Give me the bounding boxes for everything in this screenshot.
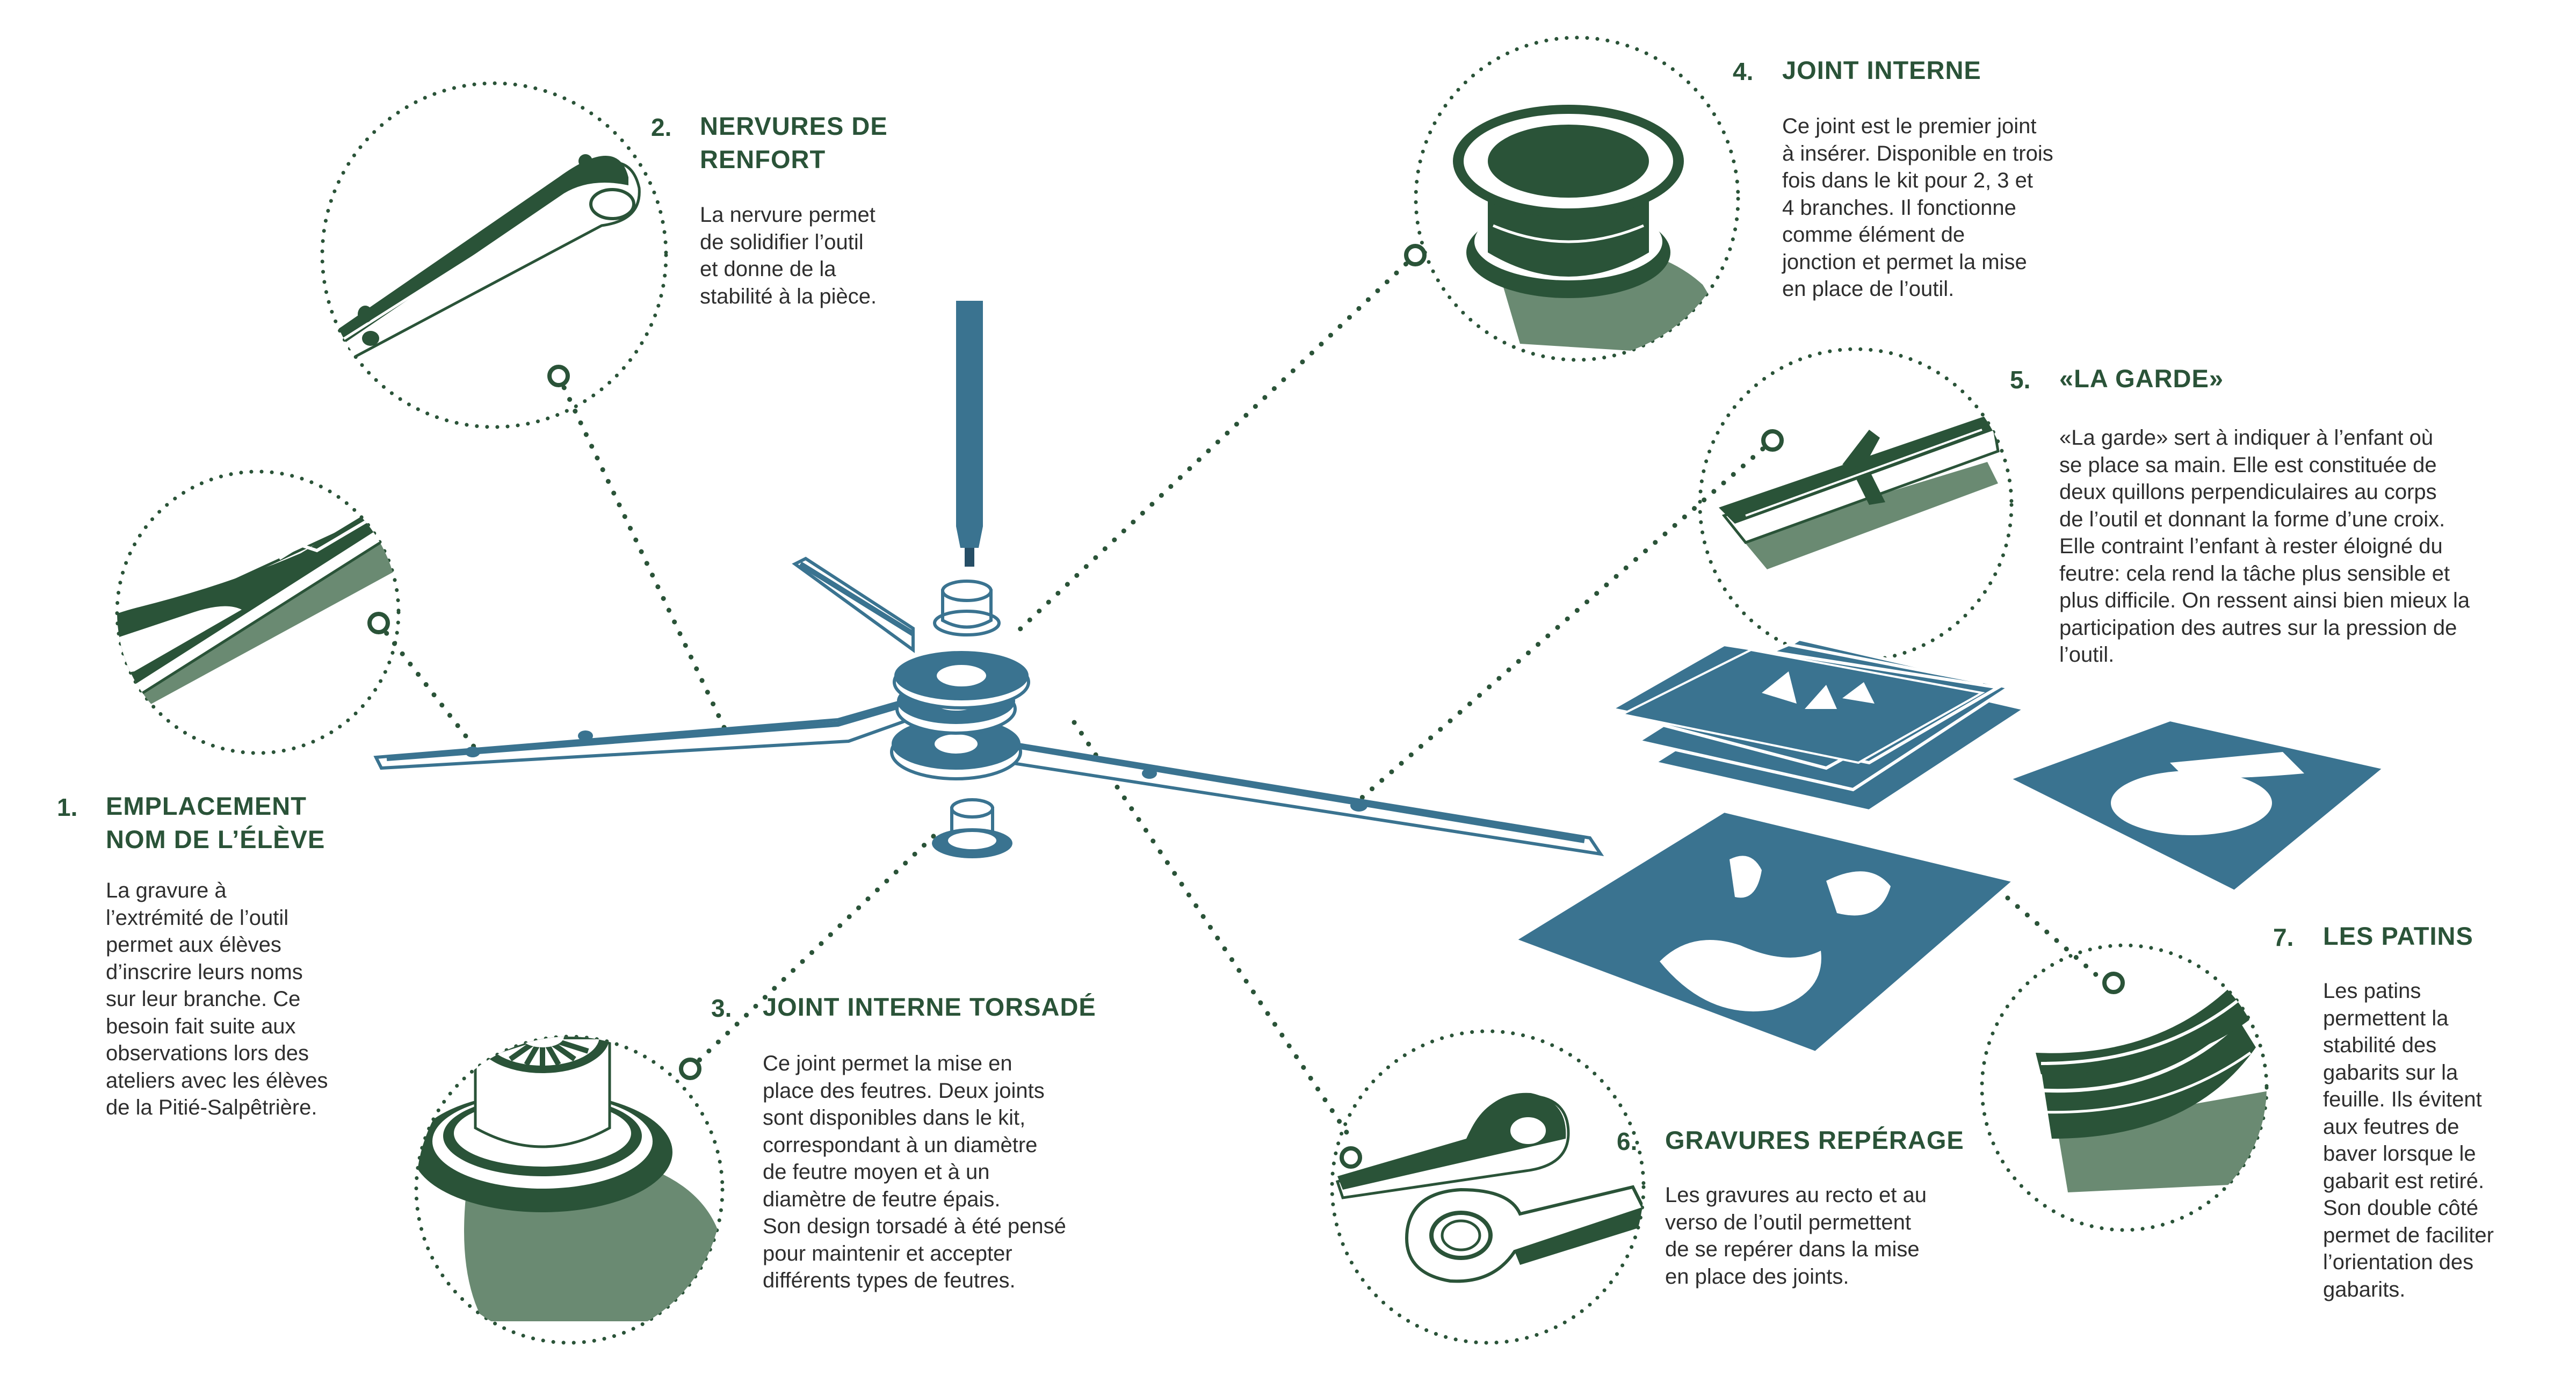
handle-end-illustration: [117, 508, 399, 728]
callout-7-body: Les patins permettent la stabilité des g…: [2323, 979, 2494, 1301]
detail-circle-2: [320, 81, 668, 429]
callout-2-number: 2.: [651, 113, 672, 141]
callout-3-number: 3.: [711, 994, 732, 1022]
detail-circle-4: [1414, 35, 1740, 362]
detail-circle-6: [1330, 1029, 1646, 1345]
callout-4-title: JOINT INTERNE: [1782, 56, 1981, 84]
anchor-ring-6: [1340, 1146, 1362, 1169]
callout-3-body: Ce joint permet la mise en place des feu…: [763, 1052, 1066, 1292]
anchor-ring-5: [1761, 429, 1784, 452]
inner-joint-illustration: [1453, 105, 1719, 354]
twisted-joint-illustration: [416, 1037, 722, 1321]
leader-line-6: [1072, 720, 1354, 1141]
guard-illustration: [1719, 414, 2000, 569]
engravings-illustration: [1335, 1092, 1644, 1283]
callout-2-body: La nervure permet de solidifier l’outil …: [700, 203, 877, 308]
anchor-ring-1: [367, 612, 390, 634]
callout-5-body: «La garde» sert à indiquer à l’enfant où…: [2059, 426, 2470, 667]
callout-4-number: 4.: [1733, 57, 1754, 85]
callout-6-body: Les gravures au recto et au verso de l’o…: [1665, 1183, 1927, 1289]
callout-6-title: GRAVURES REPÉRAGE: [1665, 1126, 1964, 1154]
detail-circle-7: [1980, 943, 2269, 1232]
callout-6-number: 6.: [1617, 1127, 1638, 1155]
callout-7-title: LES PATINS: [2323, 922, 2473, 950]
callout-1-number: 1.: [57, 793, 78, 821]
callout-1-title: EMPLACEMENT NOM DE L’ÉLÈVE: [106, 792, 325, 853]
ribs-illustration: [322, 154, 641, 361]
anchor-ring-3: [679, 1058, 701, 1080]
detail-circle-1: [115, 469, 401, 755]
callout-2-title: NERVURES DE RENFORT: [700, 112, 888, 173]
leader-line-5: [1356, 438, 1775, 803]
leader-line-4: [1012, 252, 1418, 636]
callout-5-number: 5.: [2010, 366, 2031, 394]
anchor-ring-7: [2102, 972, 2125, 994]
callout-5-title: «LA GARDE»: [2059, 364, 2224, 393]
leader-line-2: [556, 373, 736, 749]
callout-7-number: 7.: [2273, 923, 2294, 951]
anchor-ring-4: [1404, 244, 1427, 266]
callout-4-body: Ce joint est le premier joint à insérer.…: [1782, 114, 2053, 301]
callout-3-title: JOINT INTERNE TORSADÉ: [763, 993, 1096, 1021]
pads-illustration: [2035, 988, 2267, 1192]
leader-line-3: [688, 833, 937, 1072]
callout-1-body: La gravure à l’extrémité de l’outil perm…: [106, 879, 328, 1119]
central-assembly: [373, 301, 1604, 858]
leader-line-7: [2001, 892, 2108, 986]
templates-stack: [1511, 637, 2389, 1055]
detail-circle-3: [414, 1034, 725, 1345]
anchor-ring-2: [547, 365, 570, 387]
anchor-rings: [367, 244, 2125, 1169]
